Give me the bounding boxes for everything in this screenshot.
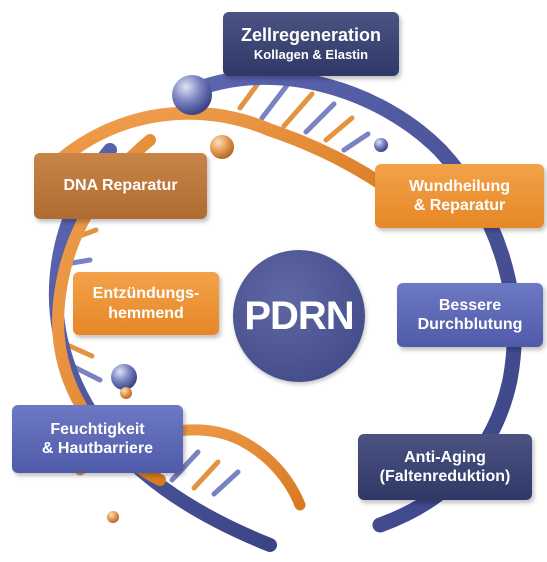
pdrn-center-label: PDRN [244,293,354,338]
dna-reparatur-label: DNA Reparatur [63,177,178,195]
sphere-large-blue [172,75,212,115]
benefit-dna-reparatur: DNA Reparatur [34,153,207,219]
pdrn-center-circle: PDRN [233,250,365,382]
benefit-bessere-durchblutung: Bessere Durchblutung [397,283,543,347]
feuchtigkeit-line2: & Hautbarriere [41,440,154,457]
zellregeneration-title: Zellregeneration [240,25,382,46]
entzuendungshemmend-line2: hemmend [108,304,184,322]
sphere-small-blue-right [374,138,388,152]
anti-aging-line1: Anti-Aging [404,448,486,466]
benefit-anti-aging: Anti-Aging (Faltenreduktion) [358,434,532,500]
benefit-entzuendungshemmend: Entzündungs- hemmend [73,272,219,335]
anti-aging-line2: (Faltenreduktion) [379,468,511,485]
sphere-orange-bottom [107,511,119,523]
entzuendungshemmend-line1: Entzündungs- [92,285,200,303]
benefit-wundheilung: Wundheilung & Reparatur [375,164,544,228]
wundheilung-line1: Wundheilung [408,177,510,195]
benefit-zellregeneration: Zellregeneration Kollagen & Elastin [223,12,399,76]
benefit-feuchtigkeit: Feuchtigkeit & Hautbarriere [12,405,183,473]
sphere-blue-left [111,364,137,390]
feuchtigkeit-line1: Feuchtigkeit [50,420,145,438]
bessere-durchblutung-line1: Bessere [438,296,502,314]
zellregeneration-subtitle: Kollagen & Elastin [253,47,369,62]
wundheilung-line2: & Reparatur [413,197,506,214]
sphere-orange-left [120,387,132,399]
sphere-orange-top [210,135,234,159]
bessere-durchblutung-line2: Durchblutung [417,316,523,333]
helix-orange-strand [53,106,417,212]
